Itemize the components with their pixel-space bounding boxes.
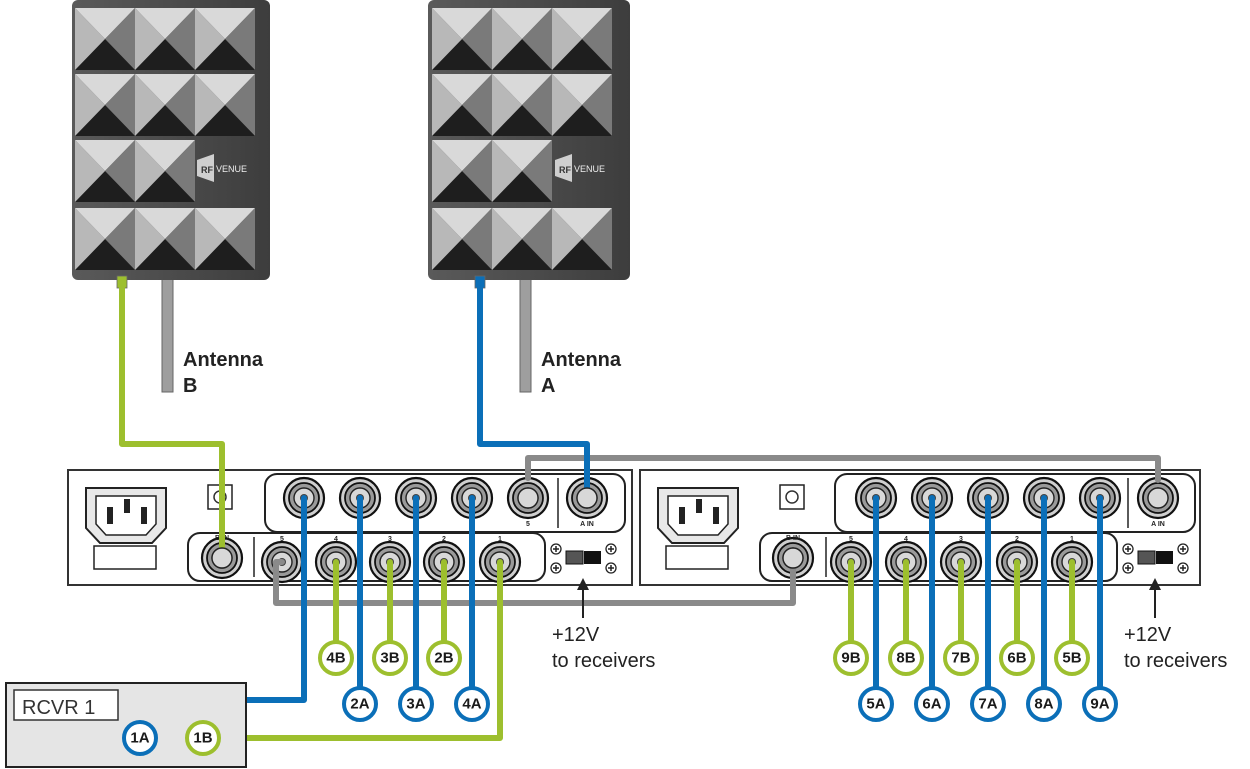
antenna-a-mast [519,269,532,393]
antenna-b-logo: RF VENUE [197,154,247,182]
cable-b-link [273,559,796,606]
svg-text:6A: 6A [922,696,941,713]
antenna-a-letter: A [541,375,555,397]
svg-text:VENUE: VENUE [574,164,605,174]
svg-text:5: 5 [526,521,530,528]
svg-text:A IN: A IN [580,521,594,528]
svg-text:4B: 4B [326,650,345,667]
svg-text:5: 5 [849,536,853,543]
power-label-1: +12V [552,624,600,646]
svg-text:8B: 8B [896,650,915,667]
svg-text:3A: 3A [406,696,425,713]
cable-antenna-b [119,285,225,561]
svg-text:A IN: A IN [1151,521,1165,528]
badges-blue-1: 2A 3A 4A [342,686,490,722]
antenna-a-logo: RF VENUE [555,154,605,182]
badges-blue-2: 5A 6A 7A 8A 9A [858,686,1118,722]
svg-text:3B: 3B [380,650,399,667]
distro-1-dc-output [550,543,617,574]
distro-2-dc-output [1122,543,1189,574]
svg-text:7B: 7B [951,650,970,667]
svg-text:3: 3 [388,536,392,543]
svg-text:VENUE: VENUE [216,164,247,174]
antenna-a: RF VENUE Antenna A [428,0,630,397]
receiver-badge-1b: 1B [185,720,221,756]
svg-text:1A: 1A [130,730,149,747]
distro-unit-2: A IN B IN 5 4 3 2 1 [639,469,1201,586]
ground-screw-2 [779,484,805,510]
svg-text:6B: 6B [1007,650,1026,667]
badges-green-1: 4B 3B 2B [318,640,462,676]
svg-text:B IN: B IN [786,535,800,542]
power-arrow-1 [577,578,589,618]
cable-antenna-a [477,285,590,501]
svg-text:7A: 7A [978,696,997,713]
cable-a-link [525,455,1161,483]
svg-text:RF: RF [559,165,571,175]
svg-text:3: 3 [959,536,963,543]
svg-text:4: 4 [334,536,338,543]
svg-text:5: 5 [280,536,284,543]
svg-text:2: 2 [442,536,446,543]
power-label-2: +12V [1124,624,1172,646]
svg-text:RF: RF [201,165,213,175]
receiver-badge-1a: 1A [122,720,158,756]
svg-text:1B: 1B [193,730,212,747]
svg-text:1: 1 [498,536,502,543]
power-label-2-sub: to receivers [1124,650,1227,672]
power-inlet-2 [657,487,739,570]
power-label-1-sub: to receivers [552,650,655,672]
receiver-label: RCVR 1 [22,697,95,719]
svg-text:9A: 9A [1090,696,1109,713]
svg-text:5B: 5B [1062,650,1081,667]
power-inlet-1 [85,487,167,570]
svg-text:2A: 2A [350,696,369,713]
port-caps [211,487,1169,569]
svg-text:9B: 9B [841,650,860,667]
svg-text:4A: 4A [462,696,481,713]
svg-text:1: 1 [1070,536,1074,543]
svg-text:2B: 2B [434,650,453,667]
antenna-b-mast [161,269,174,393]
svg-text:8A: 8A [1034,696,1053,713]
svg-text:4: 4 [904,536,908,543]
antenna-b-letter: B [183,375,197,397]
antenna-b: RF VENUE Antenna B [72,0,270,397]
antenna-b-label: Antenna [183,349,264,371]
svg-text:5A: 5A [866,696,885,713]
distro-unit-1: 5 A IN B IN 5 4 3 2 1 [67,469,633,586]
svg-text:2: 2 [1015,536,1019,543]
antenna-a-label: Antenna [541,349,622,371]
badges-green-2: 9B 8B 7B 6B 5B [833,640,1090,676]
power-arrow-2 [1149,578,1161,618]
